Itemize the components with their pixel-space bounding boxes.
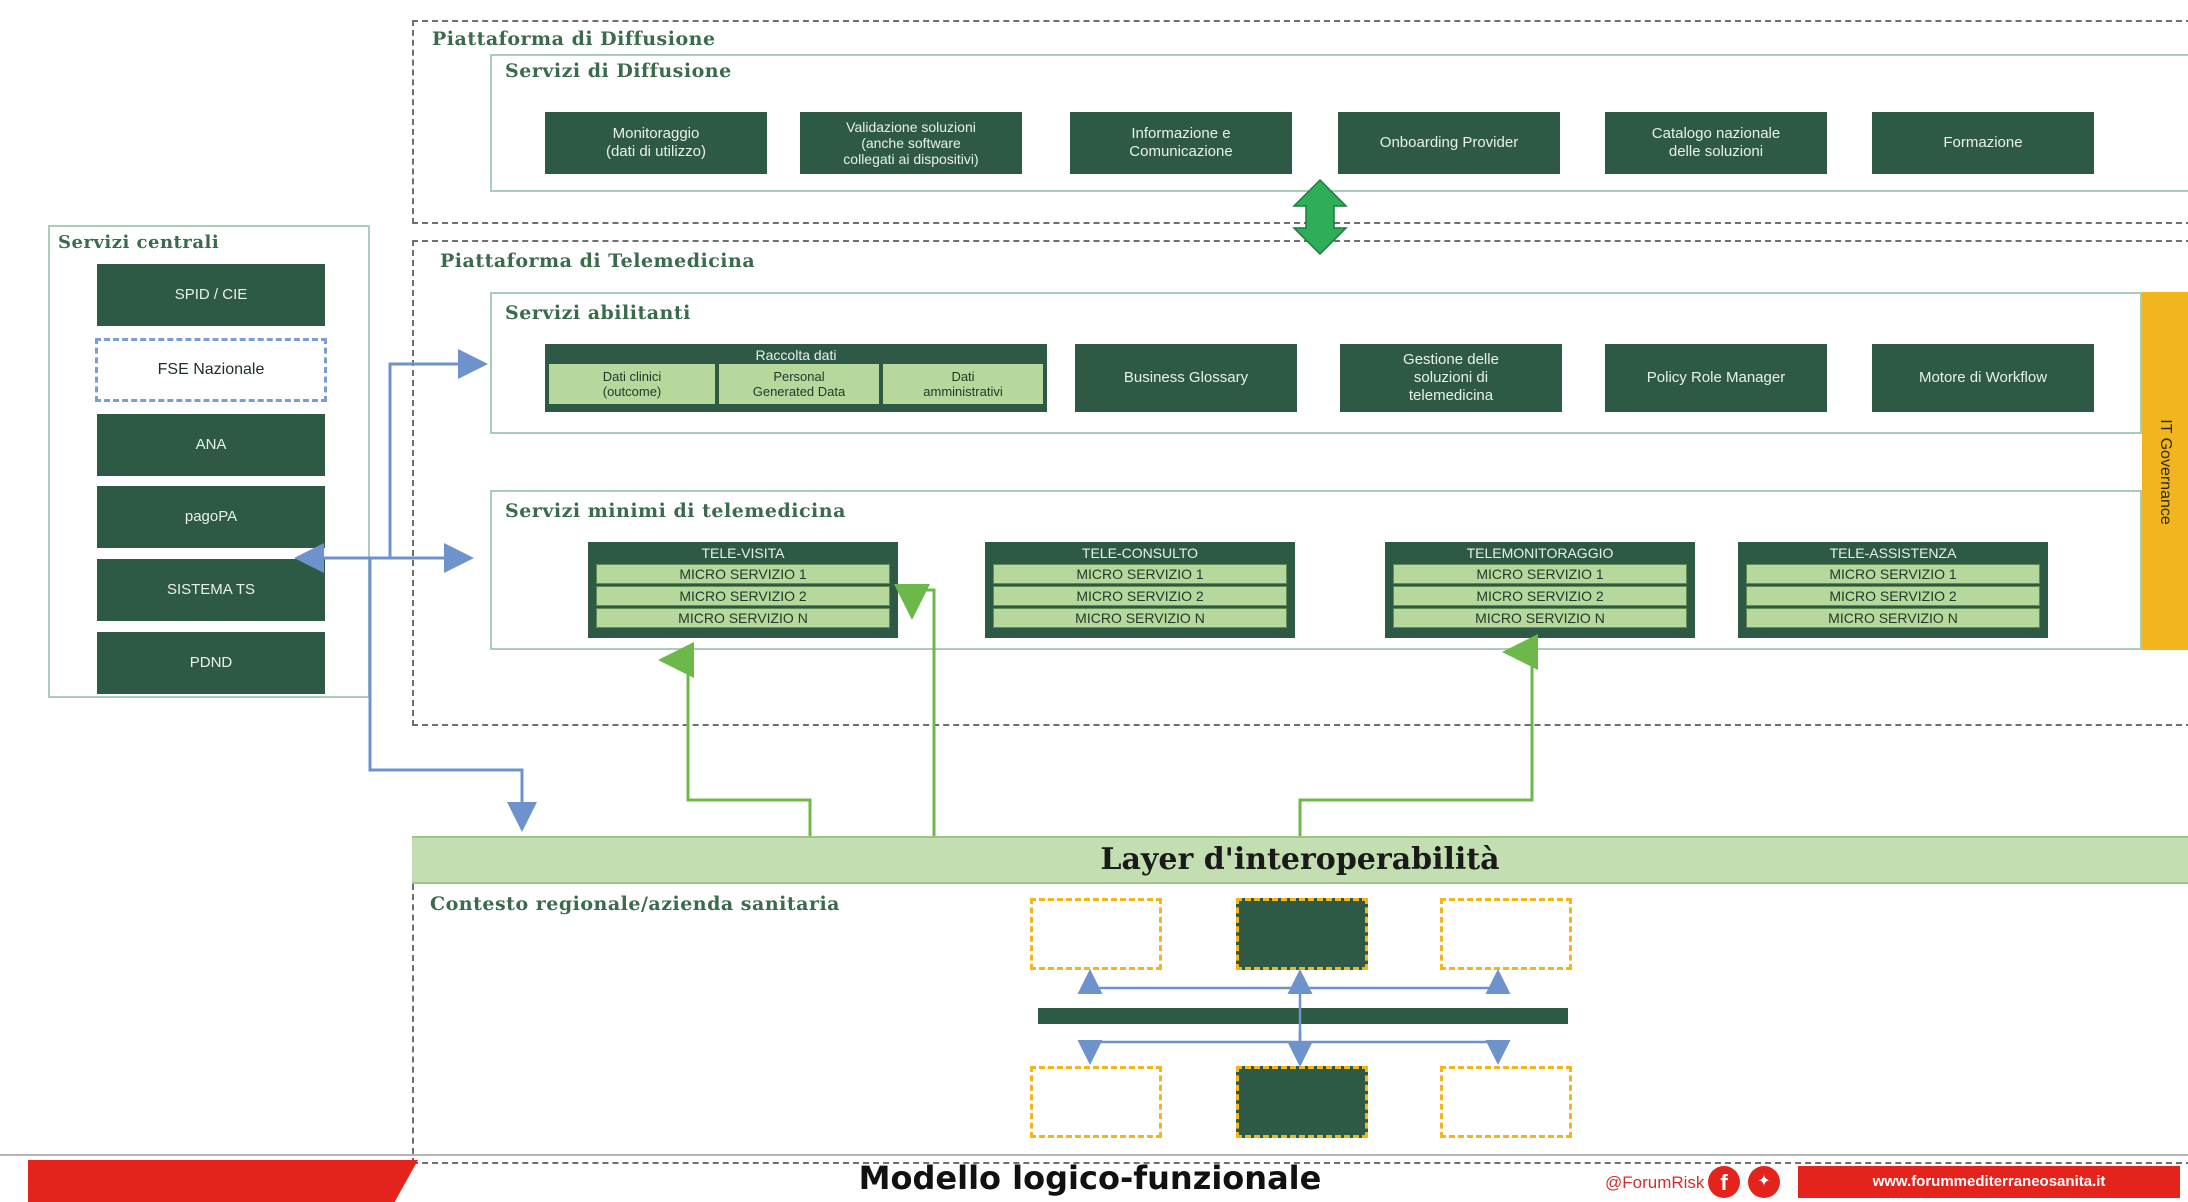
centrali-fse-nazionale: FSE Nazionale bbox=[95, 338, 327, 402]
centrali-title: Servizi centrali bbox=[58, 232, 220, 253]
abilitanti-policy-role-manager: Policy Role Manager bbox=[1605, 344, 1827, 412]
micro-servizio-n: MICRO SERVIZIO N bbox=[1393, 608, 1687, 628]
twitter-icon[interactable]: ✦ bbox=[1748, 1166, 1780, 1198]
micro-servizio-1: MICRO SERVIZIO 1 bbox=[1746, 564, 2040, 584]
telemedicina-platform bbox=[412, 240, 2188, 726]
diffusione-box-validazione: Validazione soluzioni (anche software co… bbox=[800, 112, 1022, 174]
contesto-node-dashed bbox=[1440, 898, 1572, 970]
footer-divider bbox=[0, 1154, 2188, 1156]
contesto-node-solid bbox=[1236, 898, 1368, 970]
raccolta-sub-dati-clinici: Dati clinici (outcome) bbox=[549, 364, 715, 404]
raccolta-dati-title: Raccolta dati bbox=[755, 347, 837, 363]
platform-link-arrow bbox=[1292, 178, 1348, 256]
raccolta-sub-dati-amministrativi: Dati amministrativi bbox=[883, 364, 1043, 404]
diffusione-box-formazione: Formazione bbox=[1872, 112, 2094, 174]
diffusione-box-onboarding: Onboarding Provider bbox=[1338, 112, 1560, 174]
diffusione-platform bbox=[412, 20, 2188, 224]
abilitanti-motore-workflow: Motore di Workflow bbox=[1872, 344, 2094, 412]
micro-servizio-n: MICRO SERVIZIO N bbox=[993, 608, 1287, 628]
micro-servizio-n: MICRO SERVIZIO N bbox=[596, 608, 890, 628]
centrali-ana: ANA bbox=[97, 414, 325, 476]
micro-servizio-2: MICRO SERVIZIO 2 bbox=[993, 586, 1287, 606]
contesto-node-dashed bbox=[1030, 898, 1162, 970]
footer-url[interactable]: www.forummediterraneosanita.it bbox=[1798, 1166, 2180, 1198]
micro-servizio-1: MICRO SERVIZIO 1 bbox=[1393, 564, 1687, 584]
raccolta-dati-box: Raccolta dati Dati clinici (outcome) Per… bbox=[545, 344, 1047, 412]
centrali-connectors bbox=[294, 349, 537, 832]
micro-servizio-2: MICRO SERVIZIO 2 bbox=[1393, 586, 1687, 606]
service-tele-assistenza: TELE-ASSISTENZA MICRO SERVIZIO 1 MICRO S… bbox=[1738, 542, 2048, 638]
service-telemonitoraggio: TELEMONITORAGGIO MICRO SERVIZIO 1 MICRO … bbox=[1385, 542, 1695, 638]
diffusione-platform-title: Piattaforma di Diffusione bbox=[432, 28, 716, 50]
contesto-title: Contesto regionale/azienda sanitaria bbox=[430, 893, 840, 915]
telemedicina-platform-title: Piattaforma di Telemedicina bbox=[440, 250, 756, 272]
service-tele-visita-title: TELE-VISITA bbox=[701, 545, 785, 561]
service-telemonitoraggio-title: TELEMONITORAGGIO bbox=[1466, 545, 1614, 561]
abilitanti-business-glossary: Business Glossary bbox=[1075, 344, 1297, 412]
contesto-node-solid bbox=[1236, 1066, 1368, 1138]
diffusione-box-catalogo: Catalogo nazionale delle soluzioni bbox=[1605, 112, 1827, 174]
diffusione-box-informazione: Informazione e Comunicazione bbox=[1070, 112, 1292, 174]
contesto-panel bbox=[412, 884, 2188, 1164]
interoperability-layer bbox=[412, 836, 2188, 884]
abilitanti-title: Servizi abilitanti bbox=[505, 302, 691, 324]
it-governance-bar bbox=[2142, 292, 2188, 650]
micro-servizio-n: MICRO SERVIZIO N bbox=[1746, 608, 2040, 628]
raccolta-sub-personal-data: Personal Generated Data bbox=[719, 364, 879, 404]
contesto-bus-bar bbox=[1038, 1008, 1568, 1024]
diffusione-services-title: Servizi di Diffusione bbox=[505, 60, 732, 82]
service-tele-assistenza-title: TELE-ASSISTENZA bbox=[1829, 545, 1957, 561]
micro-servizio-2: MICRO SERVIZIO 2 bbox=[596, 586, 890, 606]
contesto-arrows bbox=[1077, 969, 1511, 1067]
diffusione-box-monitoraggio: Monitoraggio (dati di utilizzo) bbox=[545, 112, 767, 174]
service-tele-consulto: TELE-CONSULTO MICRO SERVIZIO 1 MICRO SER… bbox=[985, 542, 1295, 638]
contesto-node-dashed bbox=[1440, 1066, 1572, 1138]
abilitanti-gestione-soluzioni: Gestione delle soluzioni di telemedicina bbox=[1340, 344, 1562, 412]
centrali-pagopa: pagoPA bbox=[97, 486, 325, 548]
centrali-pdnd: PDND bbox=[97, 632, 325, 694]
centrali-spid-cie: SPID / CIE bbox=[97, 264, 325, 326]
micro-servizio-2: MICRO SERVIZIO 2 bbox=[1746, 586, 2040, 606]
contesto-node-dashed bbox=[1030, 1066, 1162, 1138]
micro-servizio-1: MICRO SERVIZIO 1 bbox=[993, 564, 1287, 584]
service-tele-consulto-title: TELE-CONSULTO bbox=[1081, 545, 1199, 561]
service-tele-visita: TELE-VISITA MICRO SERVIZIO 1 MICRO SERVI… bbox=[588, 542, 898, 638]
footer-handle: @ForumRisk bbox=[1605, 1173, 1705, 1192]
footer-red-band bbox=[28, 1160, 418, 1202]
facebook-icon[interactable]: f bbox=[1708, 1166, 1740, 1198]
interoperability-layer-label: Layer d'interoperabilità bbox=[1100, 842, 1500, 877]
layer-up-arrows bbox=[658, 584, 1538, 836]
minimi-title: Servizi minimi di telemedicina bbox=[505, 500, 846, 522]
footer-title: Modello logico-funzionale bbox=[858, 1159, 1322, 1197]
centrali-sistema-ts: SISTEMA TS bbox=[97, 559, 325, 621]
micro-servizio-1: MICRO SERVIZIO 1 bbox=[596, 564, 890, 584]
